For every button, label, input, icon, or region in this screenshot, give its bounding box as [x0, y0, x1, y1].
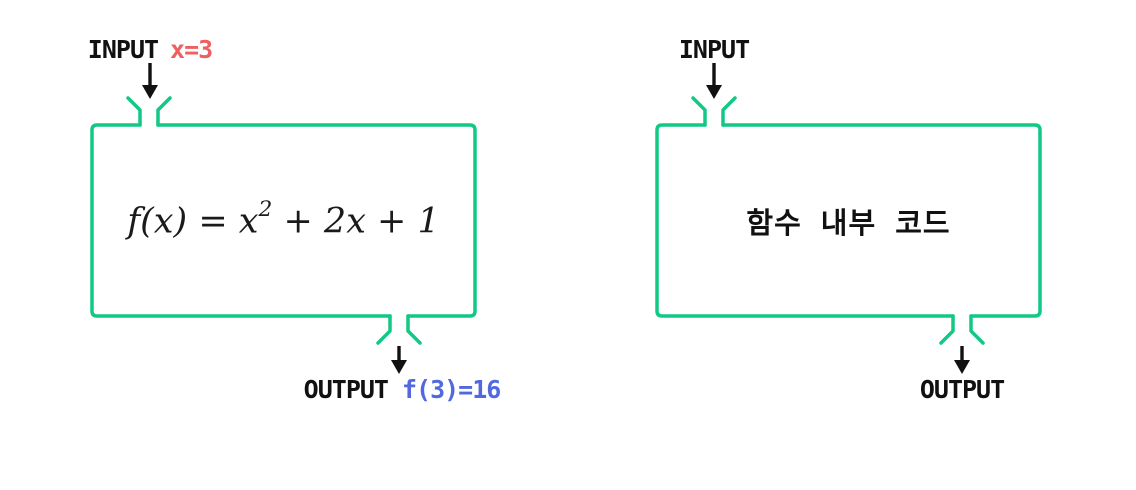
formula-exponent: 2 — [258, 197, 273, 223]
left-output-label: OUTPUT f(3)=16 — [303, 375, 502, 404]
right-output-label: OUTPUT — [919, 375, 1005, 404]
function-box-outline — [90, 123, 477, 318]
input-label-text: INPUT — [87, 35, 159, 64]
arrow-head — [391, 360, 407, 374]
right-input-label: INPUT — [678, 35, 750, 64]
input-down-arrow-icon — [142, 63, 158, 99]
output-down-arrow-icon — [954, 346, 970, 374]
left-box-body: f(x) = x2 + 2x + 1 — [92, 126, 475, 316]
right-function-box — [655, 63, 1042, 374]
input-value-text: x=3 — [170, 35, 213, 64]
arrow-head — [706, 85, 722, 99]
input-funnel-notch — [691, 96, 737, 127]
left-function-box — [90, 63, 477, 374]
function-box-outline — [655, 123, 1042, 318]
output-value-text: f(3)=16 — [401, 375, 501, 404]
arrow-head — [954, 360, 970, 374]
output-label-text: OUTPUT — [303, 375, 389, 404]
right-box-body: 함수 내부 코드 — [657, 126, 1040, 316]
input-label-text: INPUT — [678, 35, 750, 64]
function-formula: f(x) = x2 + 2x + 1 — [127, 197, 440, 242]
formula-rhs: + 2x + 1 — [272, 201, 440, 242]
output-down-arrow-icon — [391, 346, 407, 374]
input-down-arrow-icon — [706, 63, 722, 99]
output-funnel-notch — [376, 314, 422, 345]
output-funnel-notch — [939, 314, 985, 345]
left-input-label: INPUT x=3 — [87, 35, 213, 64]
output-label-text: OUTPUT — [919, 375, 1005, 404]
arrow-head — [142, 85, 158, 99]
formula-lhs: f(x) = x — [127, 201, 259, 242]
input-funnel-notch — [126, 96, 172, 127]
function-body-text: 함수 내부 코드 — [746, 208, 951, 240]
